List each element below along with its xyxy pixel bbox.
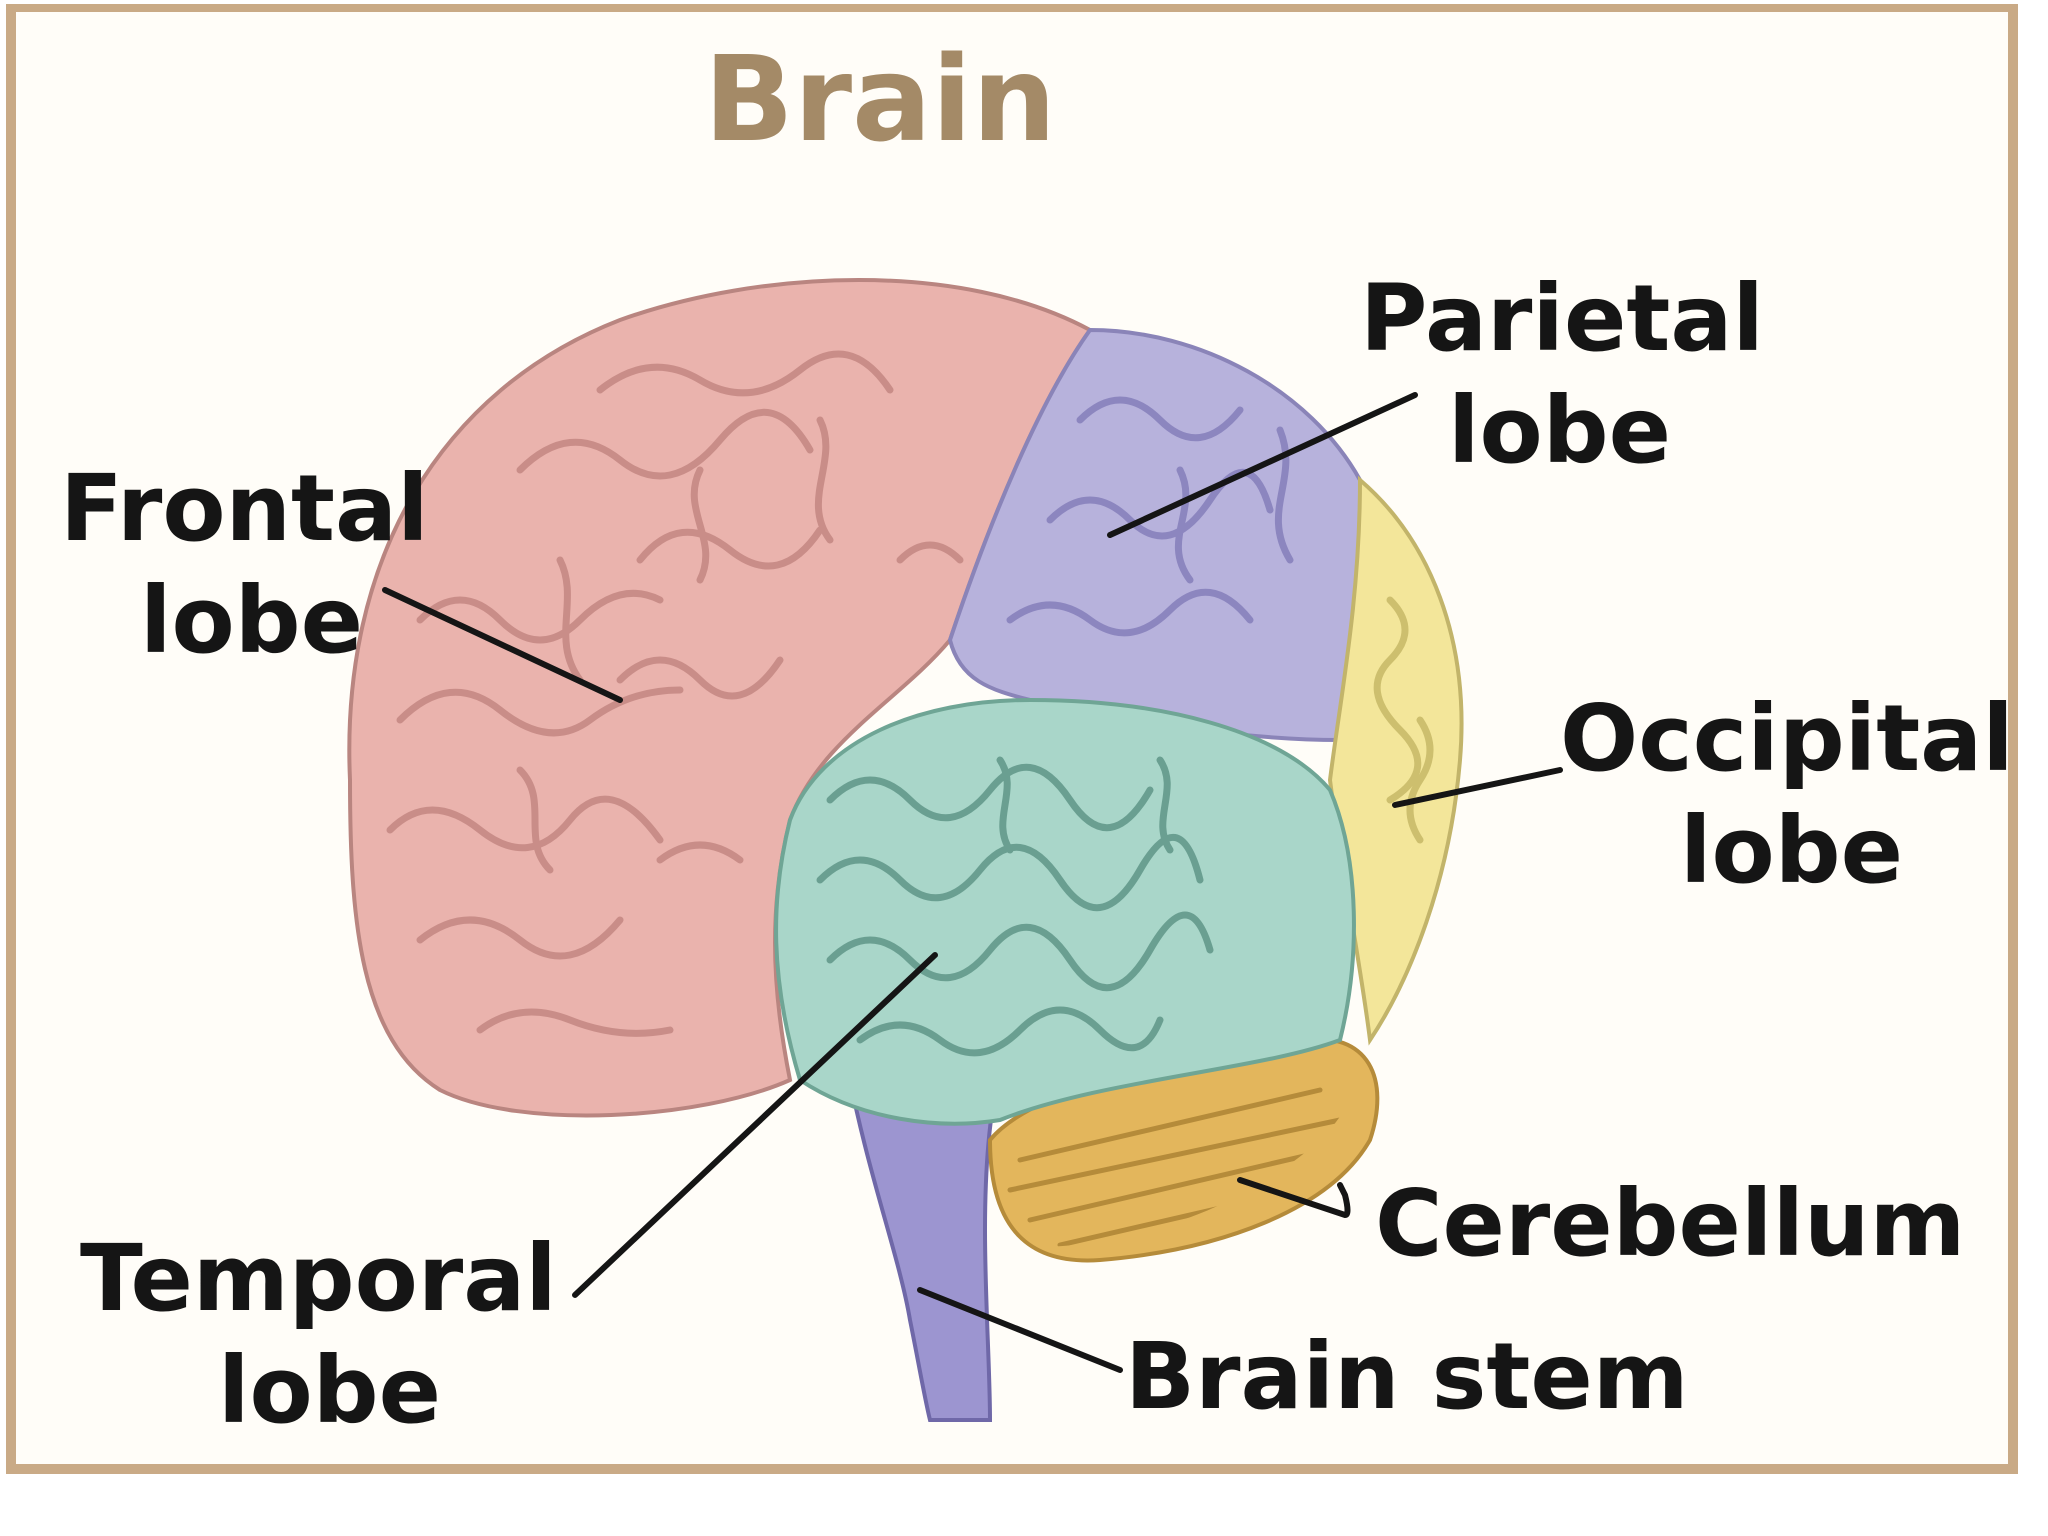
gyri-texture (386, 350, 1434, 1248)
occipital-lobe-leader (1392, 767, 1563, 808)
frontal-lobe-leader (382, 587, 623, 703)
cerebellum-leader (1237, 1177, 1351, 1219)
temporal-lobe-label: Temporal lobe (80, 1225, 589, 1444)
temporal-lobe-region (774, 697, 1356, 1126)
parietal-lobe-label: Parietal lobe (1360, 265, 1796, 484)
cerebellum-label: Cerebellum (1375, 1170, 1965, 1277)
parietal-lobe-leader (1107, 392, 1418, 538)
brain-stem-label: Brain stem (1125, 1323, 1689, 1430)
brain-stem-region (847, 1067, 1003, 1422)
frontal-lobe-region (347, 278, 1093, 1118)
brain-stem-leader (917, 1287, 1123, 1373)
frontal-lobe-label: Frontal lobe (60, 455, 461, 674)
occipital-lobe-label: Occipital lobe (1560, 685, 2046, 904)
temporal-lobe-leader (572, 952, 938, 1298)
occipital-lobe-region (1327, 475, 1464, 1046)
diagram-title: Brain (704, 30, 1056, 168)
